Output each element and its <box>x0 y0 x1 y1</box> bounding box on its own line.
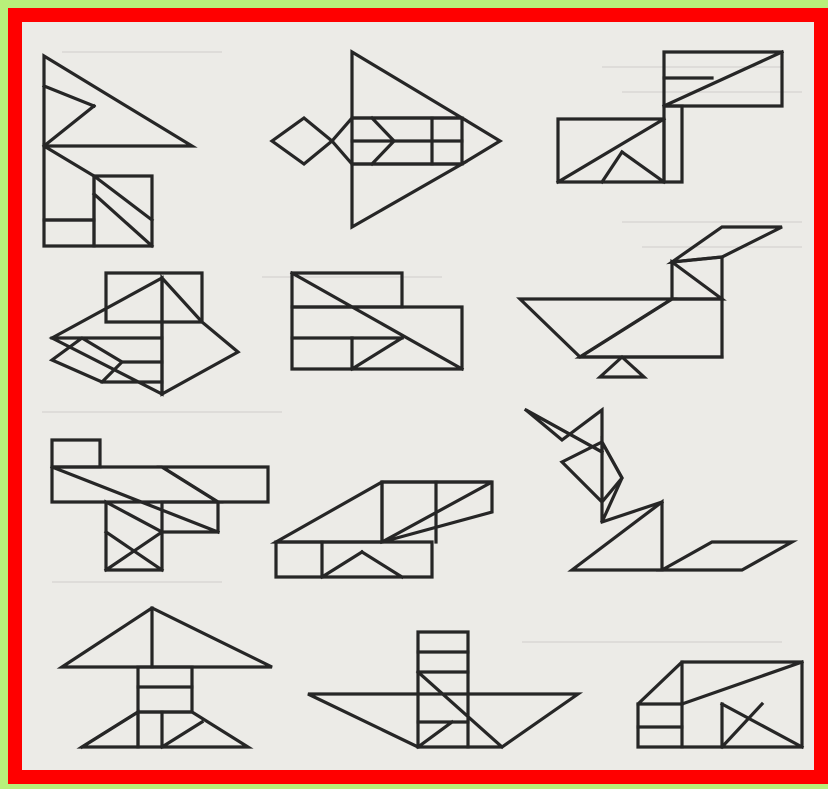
figure-7-cross-shape <box>52 440 268 570</box>
figure-9-cat <box>526 410 792 570</box>
red-frame <box>8 8 828 784</box>
figure-11-boat <box>308 632 578 747</box>
figure-1-sitting-person <box>44 56 192 246</box>
figure-6-swan <box>520 227 782 377</box>
figure-4-arrow-house <box>52 273 238 394</box>
figure-10-rocket <box>62 608 272 747</box>
figure-8-parallelogram-box <box>276 482 492 577</box>
figure-12-cube <box>638 662 802 747</box>
tangram-sheet <box>22 22 814 770</box>
figure-5-boxes <box>292 273 462 369</box>
figure-2-fish <box>272 52 500 227</box>
figure-3-stair-shape <box>558 52 782 182</box>
